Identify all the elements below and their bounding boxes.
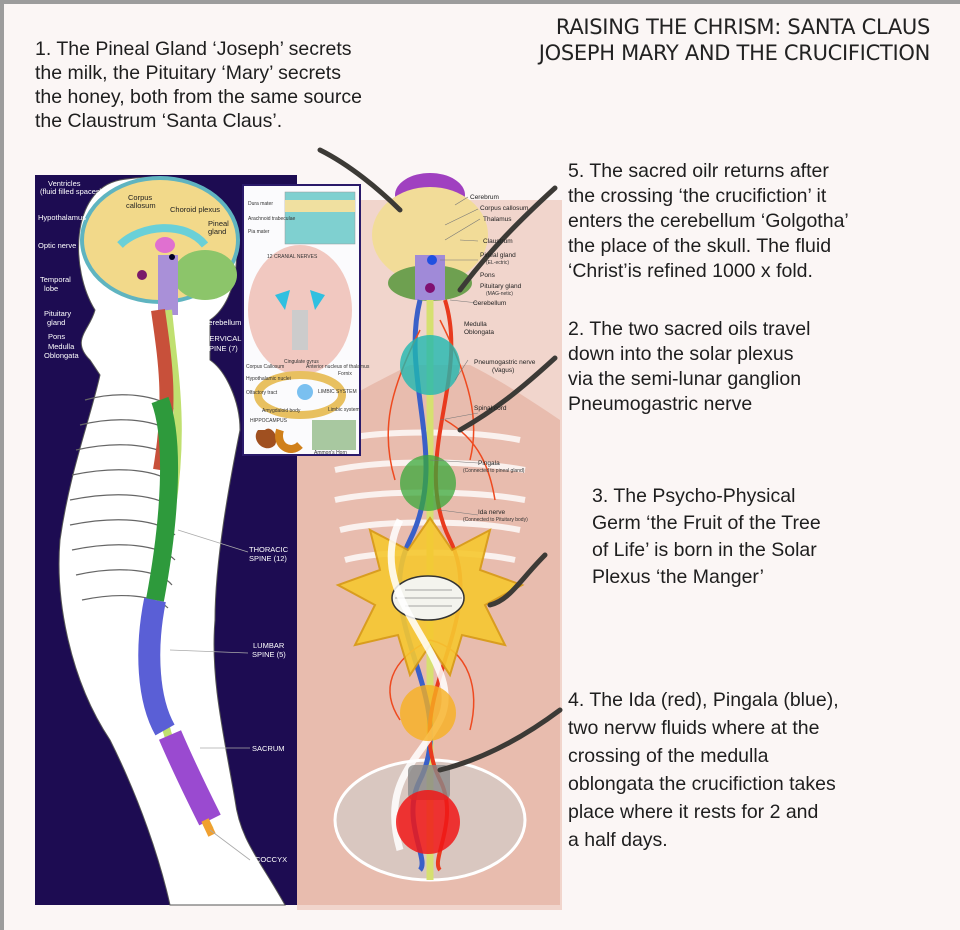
label-pons: Pons [48, 332, 65, 341]
inset-dura: Dura mater [248, 201, 273, 207]
caption-1-pineal-gland: 1. The Pineal Gland ‘Joseph’ secrets the… [35, 38, 362, 132]
inset-pia: Pia mater [248, 229, 270, 235]
hippocampus-image [255, 428, 277, 449]
label-cervical-spine: SPINE (7) [204, 344, 238, 353]
throat-chakra [400, 335, 460, 395]
label-corpus-callosum: Corpus callosum [480, 205, 528, 212]
inset-anterior: Anterior nucleus of thalamus [306, 364, 370, 370]
inset-corpus: Corpus Callosum [246, 364, 284, 370]
root-chakra [396, 790, 460, 854]
label-ventricles: Ventricles [48, 179, 81, 188]
inset-limbic-title: LIMBIC SYSTEM [318, 389, 357, 395]
label-corpus: Corpus [128, 193, 152, 202]
label-pineal-sub: (EL-ectric) [486, 260, 509, 266]
label-medulla-right: Medulla [464, 321, 487, 328]
inset-ammon: Ammon's Horn [314, 450, 347, 456]
label-oblongata: Oblongata [44, 351, 79, 360]
lumbar-vertebrae [138, 597, 175, 736]
thalamus [155, 237, 175, 253]
label-ida: Ida nerve [478, 509, 505, 516]
label-spinal-cord: Spinal cord [474, 405, 507, 412]
label-thalamus: Thalamus [483, 216, 512, 223]
label-coccyx: COCCYX [255, 855, 287, 864]
cerebellum [173, 250, 237, 300]
label-vagus: (Vagus) [492, 367, 514, 374]
label-pineal-gland-right: Pineal gland [480, 252, 516, 259]
label-optic-nerve: Optic nerve [38, 241, 76, 250]
meninges-diagram [284, 191, 356, 245]
label-cerebellum: Cerebellum [203, 318, 241, 327]
brainstem [158, 255, 178, 315]
caption-4-ida-pingala: 4. The Ida (red), Pingala (blue), two ne… [568, 689, 839, 851]
label-pituitary-right: Pituitary gland [480, 283, 522, 290]
label-oblongata-right: Oblongata [464, 329, 494, 336]
label-thoracic-spine: SPINE (12) [249, 554, 287, 563]
label-medulla: Medulla [48, 342, 75, 351]
inset-arachnoid: Arachnoid trabeculae [248, 216, 295, 222]
inset-limbic-system: Limbic system [328, 407, 360, 413]
label-cerebellum-right: Cerebellum [473, 300, 506, 307]
label-cervical: CERVICAL [204, 334, 241, 343]
label-hypothalamus: Hypothalamus [38, 213, 86, 222]
label-sacrum: SACRUM [252, 744, 285, 753]
label-lumbar-spine: SPINE (5) [252, 650, 286, 659]
label-temporal: Temporal [40, 275, 71, 284]
label-pituitary-gland: gland [47, 318, 65, 327]
caption-2-sacred-oils: 2. The two sacred oils travel down into … [568, 318, 811, 415]
label-lumbar: LUMBAR [253, 641, 285, 650]
inset-fornix: Fornix [338, 371, 352, 377]
label-pons-right: Pons [480, 272, 496, 279]
inset-cingulate: Cingulate gyrus [284, 359, 319, 365]
label-claustrum: Claustrum [483, 238, 513, 245]
inset-hippocampus: HIPPOCAMPUS [250, 418, 288, 424]
limbic-diagram [254, 371, 346, 419]
inset-amygdaloid: Amygdaloid body [262, 408, 301, 414]
label-cerebrum: Cerebrum [470, 194, 499, 201]
label-pingala-sub: (Connected to pineal gland) [463, 468, 525, 474]
label-pneumogastric: Pneumogastric nerve [474, 359, 536, 366]
callout-arrows [317, 147, 563, 773]
thoracic-vertebrae [146, 396, 179, 602]
label-ida-sub: (Connected to Pituitary body) [463, 517, 528, 523]
label-lobe: lobe [44, 284, 58, 293]
label-pineal: Pineal [208, 219, 229, 228]
title-line-1: RAISING THE CHRISM: SANTA CLAUS [555, 15, 930, 39]
label-pingala: Pingala [478, 460, 500, 467]
label-callosum: callosum [126, 201, 156, 210]
inset-cranial-nerves: 12 CRANIAL NERVES [267, 254, 318, 260]
label-choroid: Choroid plexus [170, 205, 220, 214]
inset-hypothalamic: Hypothalamic nuclei [246, 376, 291, 382]
label-pineal-gland: gland [208, 227, 226, 236]
caption-5-cerebellum: 5. The sacred oilr returns after the cro… [568, 160, 849, 282]
heart-chakra [400, 455, 456, 511]
sacrum-shape [158, 730, 221, 826]
label-ventricles-sub: (fluid filled spaces) [40, 187, 103, 196]
label-pituitary-sub: (MAG-netic) [486, 291, 513, 297]
title-line-2: JOSEPH MARY AND THE CRUCIFICTION [538, 41, 931, 65]
label-thoracic: THORACIC [249, 545, 289, 554]
inset-olfactory: Olfactory tract [246, 390, 278, 396]
sacral-chakra [400, 685, 456, 741]
label-pituitary: Pituitary [44, 309, 71, 318]
caption-3-psycho-physical-germ: 3. The Psycho-Physical Germ ‘the Fruit o… [592, 485, 821, 588]
